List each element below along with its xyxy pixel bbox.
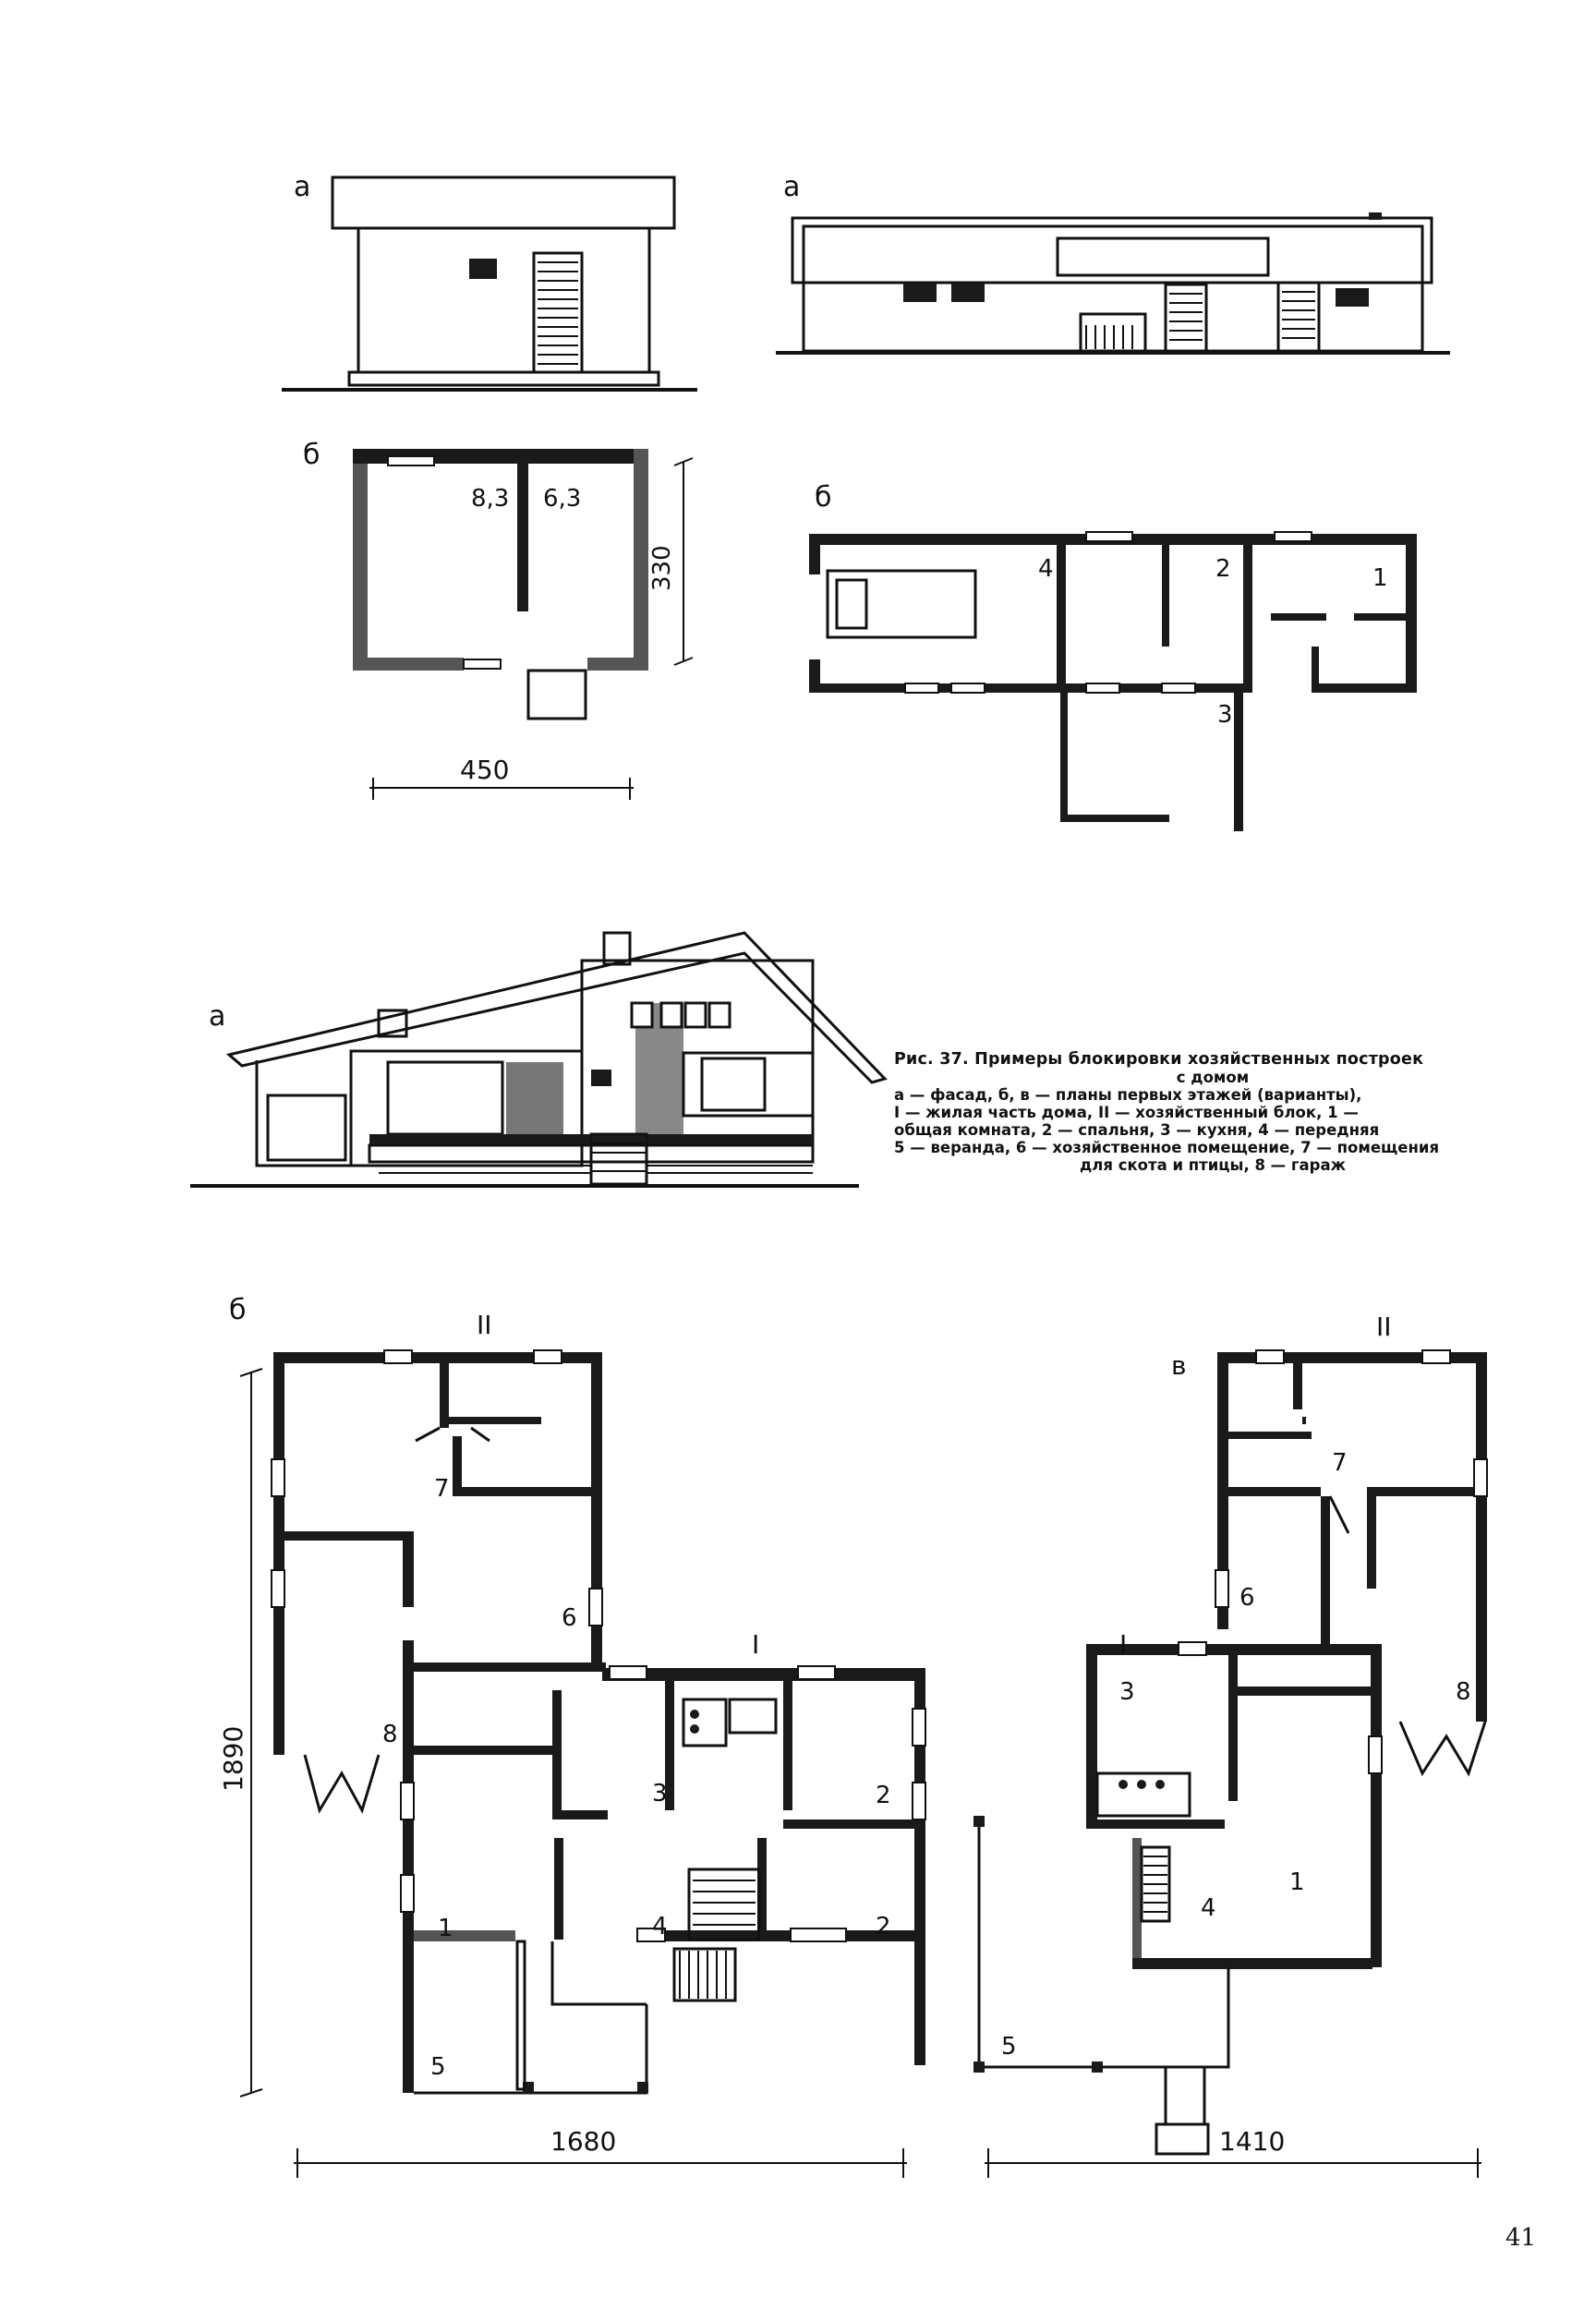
room-number-7-v: 7 (1332, 1449, 1348, 1477)
room-number-2a-b: 2 (876, 1782, 891, 1809)
room-number-4-long: 4 (1038, 555, 1054, 583)
room-number-5-b: 5 (430, 2053, 446, 2081)
caption-line-2: I — жилая часть дома, II — хозяйственный… (894, 1104, 1359, 1121)
room-number-5-v: 5 (1001, 2033, 1017, 2061)
dimension-width-b: 1680 (550, 2126, 616, 2157)
long-outbuilding-facade: а (776, 171, 1450, 355)
dimension-large-depth: 1890 (218, 1726, 248, 1792)
block-mark-i-v: I (1119, 1629, 1127, 1660)
figure-caption: Рис. 37. Примеры блокировки хозяйственны… (894, 1050, 1531, 1175)
label-plan-long: б (815, 481, 832, 514)
room-number-6-v: 6 (1239, 1584, 1255, 1612)
long-outbuilding-plan: б 4 2 1 3 (809, 481, 1417, 831)
room-number-3-b: 3 (652, 1780, 668, 1807)
caption-line-5: для скота и птицы, 8 — гараж (1079, 1156, 1347, 1174)
caption-line-1: а — фасад, б, в — планы первых этажей (в… (894, 1086, 1362, 1104)
page-number: 41 (1505, 2224, 1537, 2252)
caption-line-3: общая комната, 2 — спальня, 3 — кухня, 4… (894, 1121, 1380, 1139)
room-number-1-b: 1 (438, 1915, 453, 1942)
label-elevation-small: а (294, 171, 310, 203)
small-outbuilding-facade: а (282, 171, 697, 392)
room-number-8-v: 8 (1456, 1678, 1471, 1706)
room-number-3-long: 3 (1217, 701, 1233, 729)
block-mark-ii-b: II (477, 1310, 492, 1340)
dimension-small-width: 450 (460, 755, 509, 785)
label-elevation-house: а (209, 1000, 225, 1033)
label-elevation-long: а (783, 171, 800, 203)
caption-subtitle: с домом (1176, 1069, 1250, 1086)
room-number-6-b: 6 (562, 1604, 577, 1632)
label-plan-v: в (1171, 1350, 1187, 1381)
block-mark-i-b: I (752, 1629, 759, 1660)
room-number-4-b: 4 (652, 1913, 668, 1940)
room-number-2-long: 2 (1215, 555, 1231, 583)
block-mark-ii-v: II (1376, 1312, 1392, 1342)
room-number-4-v: 4 (1201, 1894, 1216, 1922)
house-facade: а (190, 931, 888, 1188)
label-plan-small: б (303, 439, 320, 471)
house-plan-b: б II 7 6 8 (218, 1294, 926, 2178)
dimension-small-depth: 330 (648, 545, 676, 591)
area-room-left: 8,3 (471, 485, 509, 513)
house-plan-v: в II 7 6 (973, 1312, 1488, 2178)
room-number-8-b: 8 (382, 1721, 398, 1748)
area-room-right: 6,3 (543, 485, 581, 513)
room-number-3-v: 3 (1119, 1678, 1135, 1706)
label-plan-b: б (229, 1294, 247, 1326)
small-outbuilding-plan: б 8,3 6,3 330 450 (303, 439, 694, 800)
dimension-width-v: 1410 (1219, 2126, 1285, 2157)
room-number-1-long: 1 (1372, 564, 1388, 592)
caption-title: Рис. 37. Примеры блокировки хозяйственны… (894, 1050, 1424, 1069)
room-number-2b-b: 2 (876, 1913, 891, 1940)
room-number-1-v: 1 (1289, 1868, 1305, 1896)
caption-line-4: 5 — веранда, 6 — хозяйственное помещение… (894, 1139, 1440, 1156)
room-number-7-b: 7 (434, 1475, 450, 1503)
